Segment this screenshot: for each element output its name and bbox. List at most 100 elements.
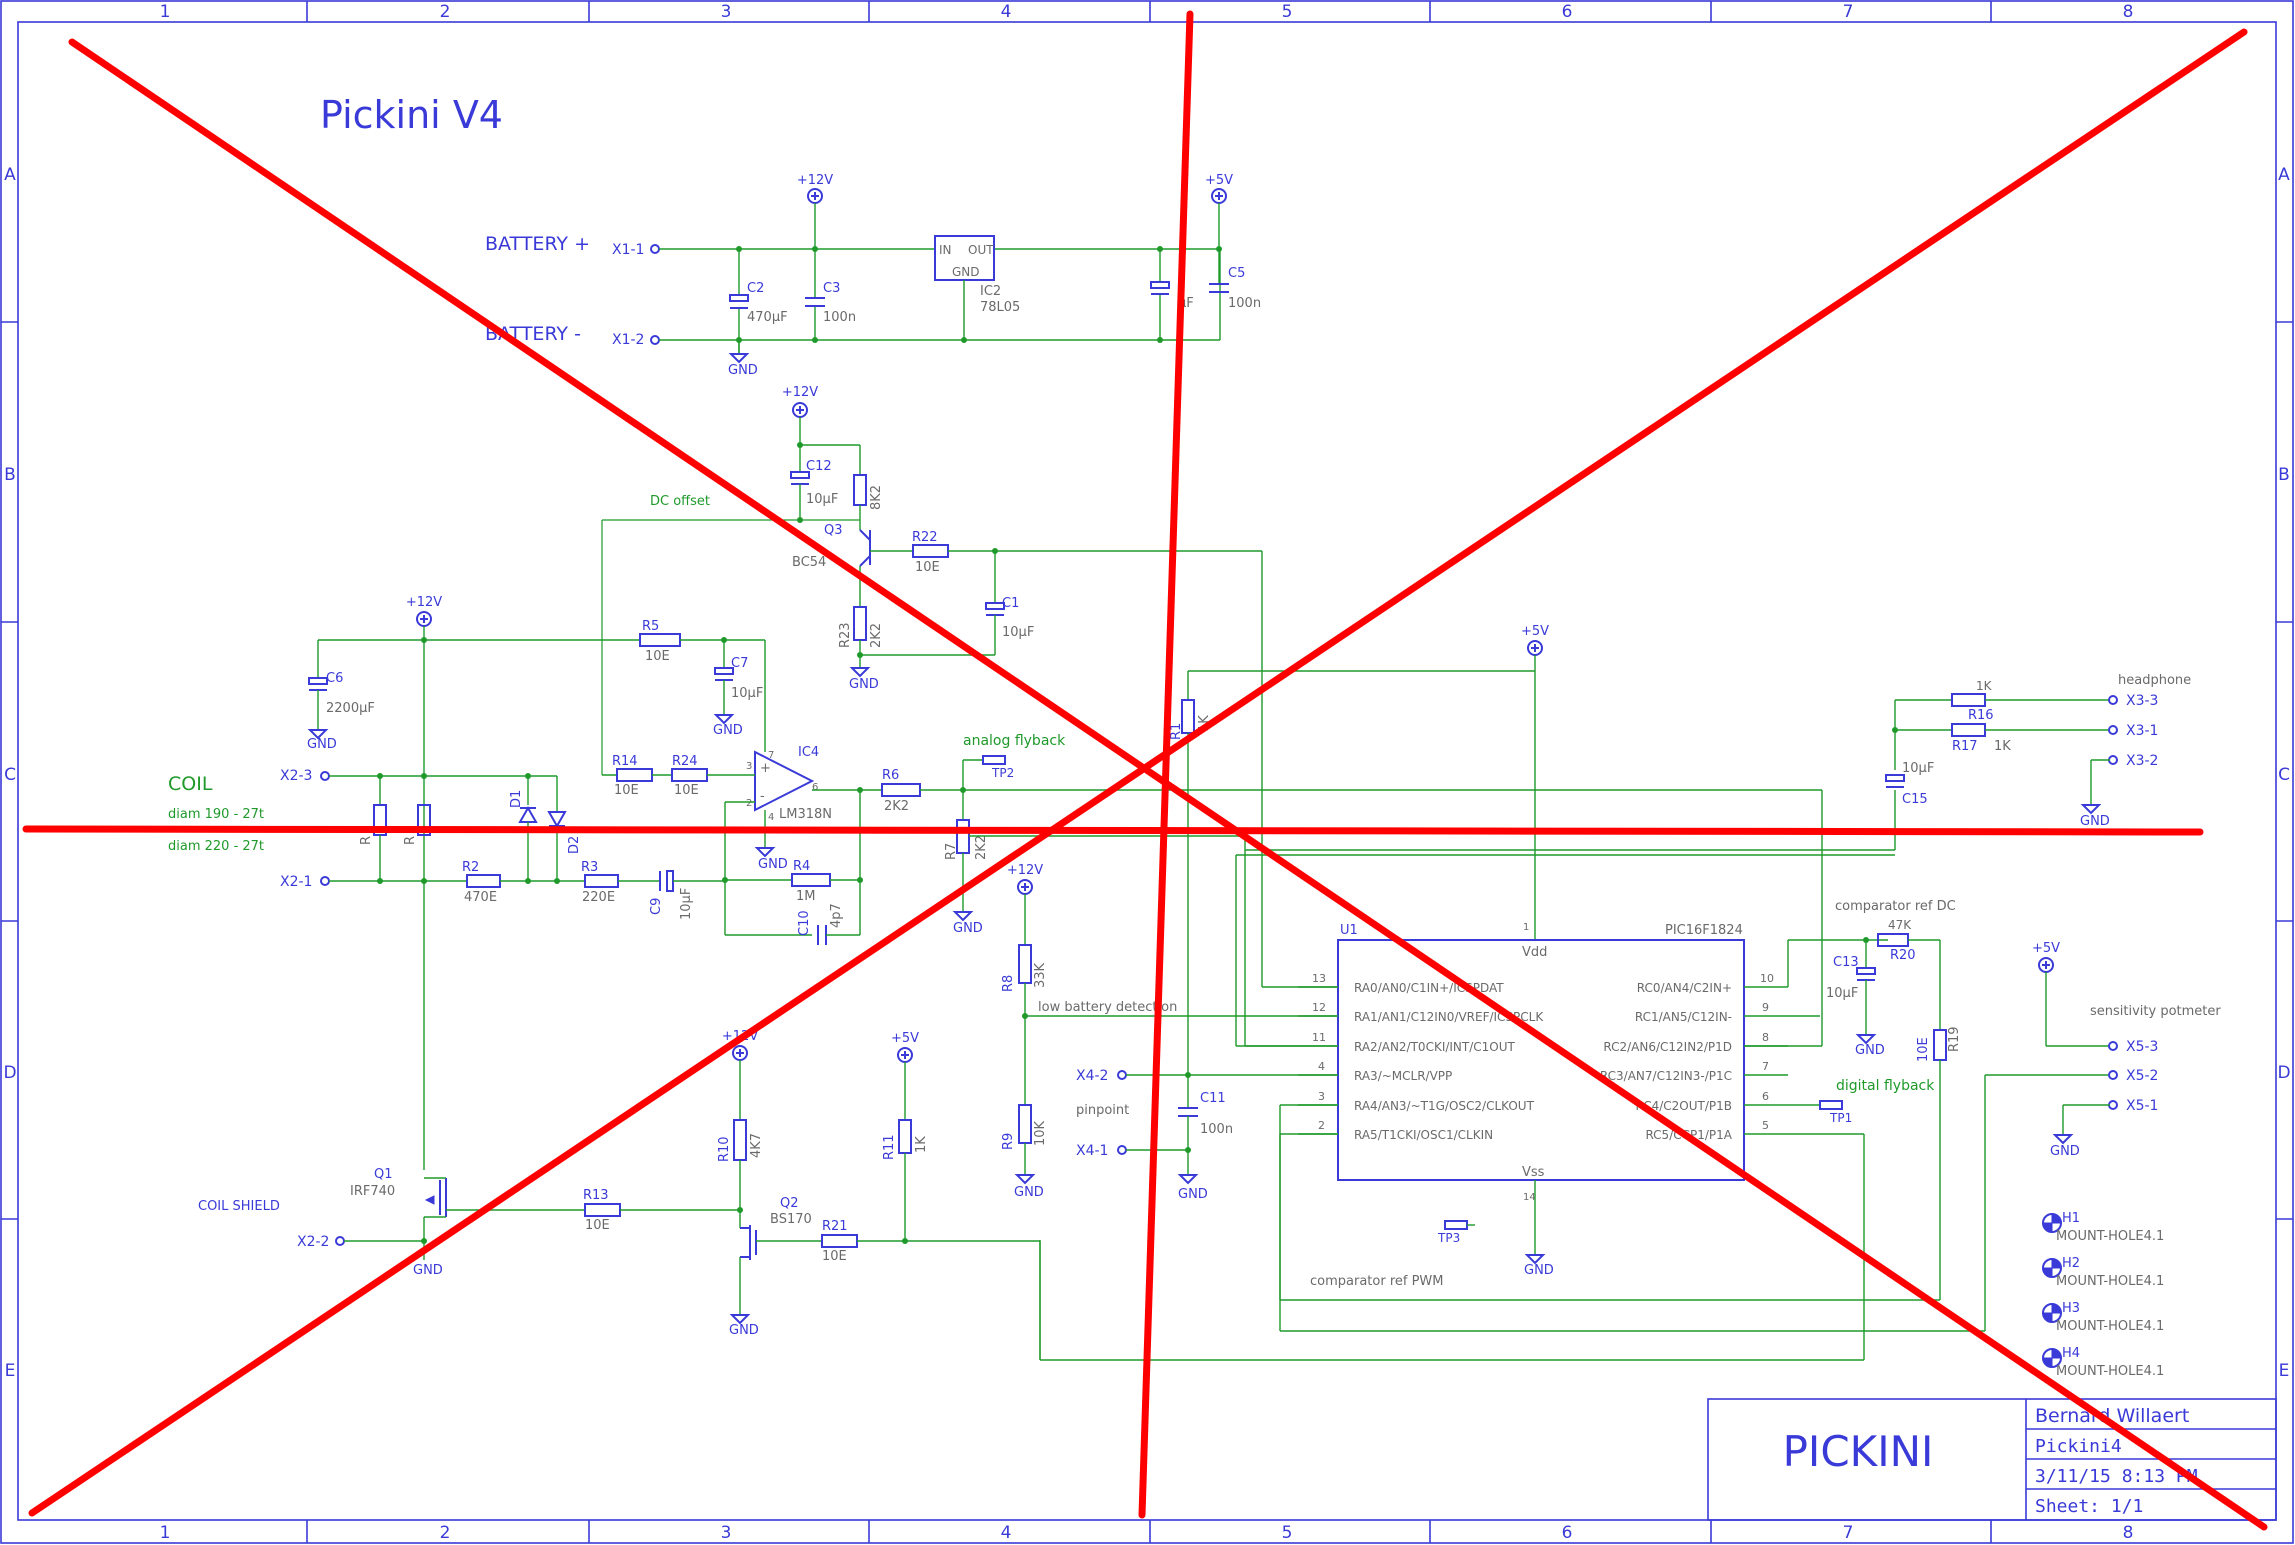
r3-resistor: [584, 874, 619, 888]
mount-holes: H1 MOUNT-HOLE4.1 H2 MOUNT-HOLE4.1 H3 MOU…: [2042, 1211, 2164, 1379]
col-label: 8: [2123, 1523, 2134, 1543]
r24-value: 10E: [674, 783, 699, 798]
tp2-label: TP2: [991, 766, 1014, 780]
r9-label: R9: [1001, 1133, 1016, 1150]
gnd-symbol: [1014, 1174, 1036, 1185]
pin-name: RC1/AN5/C12IN-: [1635, 1010, 1732, 1024]
r20-value: 47K: [1888, 918, 1912, 932]
row-label: D: [2277, 1063, 2290, 1083]
r6-resistor: [881, 783, 921, 797]
pin-number: 5: [1762, 1119, 1769, 1132]
r21-value: 10E: [822, 1249, 847, 1264]
c6-label: C6: [326, 671, 343, 686]
c4-capacitor: [1150, 281, 1170, 289]
gnd-label: GND: [1524, 1263, 1554, 1278]
dc-offset-label: DC offset: [650, 494, 710, 509]
h4-value: MOUNT-HOLE4.1: [2056, 1364, 2164, 1379]
col-label: 7: [1843, 2, 1854, 22]
row-label: E: [2279, 1361, 2290, 1381]
digital-flyback-label: digital flyback: [1836, 1078, 1935, 1094]
u1-label: U1: [1340, 923, 1358, 938]
opamp-section: +12V C6 2200µF GND R5 10E GND C7 10µF + …: [307, 595, 1823, 1170]
c1-capacitor: [985, 602, 1005, 610]
title-block-author: Bernard Willaert: [2035, 1405, 2189, 1427]
c15-label: C15: [1902, 792, 1928, 807]
ic2-label: IC2: [980, 284, 1001, 299]
gnd-label: GND: [1014, 1185, 1044, 1200]
supply-12v-label: +12V: [1007, 863, 1043, 878]
row-label: B: [2278, 465, 2290, 485]
col-label: 3: [721, 1523, 732, 1543]
connector-x3-2-pin: [2108, 755, 2118, 765]
battery-plus-label: BATTERY +: [485, 233, 590, 255]
q3-label: Q3: [824, 523, 843, 538]
r4-resistor: [791, 873, 831, 887]
col-label: 6: [1562, 1523, 1573, 1543]
r2-resistor: [466, 874, 501, 888]
connector-x4-2-pin: [1117, 1070, 1127, 1080]
gnd-symbol: [849, 667, 871, 678]
pin-number: 3: [1318, 1090, 1325, 1103]
c7-label: C7: [731, 656, 748, 671]
q2-label: Q2: [780, 1196, 799, 1211]
r23-resistor: [853, 606, 867, 641]
q3-value: BC54: [792, 555, 826, 570]
r14-label: R14: [612, 754, 638, 769]
pin-name: RC0/AN4/C2IN+: [1637, 981, 1732, 995]
mount-hole-h2: H2 MOUNT-HOLE4.1: [2042, 1256, 2164, 1289]
r8-value: 33K: [1033, 962, 1048, 988]
frame-col-labels-top: 1 2 3 4 5 6 7 8: [160, 2, 2134, 22]
q1-value: IRF740: [350, 1184, 395, 1199]
r17-value: 1K: [1994, 739, 2011, 754]
gnd-label: GND: [728, 363, 758, 378]
r21-label: R21: [822, 1219, 848, 1234]
pin-number: 12: [1312, 1001, 1326, 1014]
r16-label: R16: [1968, 708, 1994, 723]
title-block-sheet: Sheet: 1/1: [2035, 1496, 2143, 1517]
connector-x5-1-label: X5-1: [2126, 1098, 2158, 1114]
r23-value: 2K2: [869, 623, 884, 648]
q1-arrow-icon: [424, 1195, 435, 1205]
r12-value: 8K2: [869, 485, 884, 510]
h3-value: MOUNT-HOLE4.1: [2056, 1319, 2164, 1334]
gnd-label: GND: [1855, 1043, 1885, 1058]
col-label: 2: [440, 2, 451, 22]
pin-name: RC3/AN7/C12IN3-/P1C: [1600, 1069, 1732, 1083]
cross-out-overlay: [22, 10, 2268, 1531]
title-block-date: 3/11/15 8:13 PM: [2035, 1466, 2198, 1487]
ic2-gnd-pin: GND: [952, 265, 980, 279]
r22-value: 10E: [915, 560, 940, 575]
d2-diode: [547, 811, 567, 829]
c12-value: 10µF: [806, 492, 838, 507]
connector-x1-2-pin: [650, 335, 660, 345]
connector-x5-3-label: X5-3: [2126, 1039, 2158, 1055]
u1-microcontroller: +5V U1 PIC16F1824 Vdd Vss 1 14 13 RA0/AN…: [1039, 624, 2110, 1361]
supply-5v-label: +5V: [2032, 941, 2060, 956]
tp1-testpoint: [1819, 1100, 1843, 1110]
c7-capacitor: [714, 667, 734, 675]
gnd-label: GND: [729, 1323, 759, 1338]
coil-resistor-2: [417, 804, 431, 836]
c6-capacitor: [308, 677, 328, 685]
u1-vdd-pin: 1: [1523, 922, 1529, 933]
connector-x2-3-label: X2-3: [280, 768, 312, 784]
frame-row-labels: A B C D E A B C D E: [3, 165, 2290, 1381]
r2-value: 470E: [464, 890, 497, 905]
r17-resistor: [1951, 723, 1986, 737]
connector-x5-3-pin: [2108, 1041, 2118, 1051]
title-block-name: PICKINI: [1783, 1427, 1934, 1476]
r4-value: 1M: [796, 889, 816, 904]
r14-value: 10E: [614, 783, 639, 798]
connector-x4-2-label: X4-2: [1076, 1068, 1108, 1084]
r24-label: R24: [672, 754, 698, 769]
r6-label: R6: [882, 768, 899, 783]
gnd-symbol: [729, 1314, 751, 1325]
frame-row-dividers: [1, 321, 2293, 1220]
pin-number: 11: [1312, 1031, 1326, 1044]
power-supply-section: BATTERY + BATTERY - X1-1 X1-2 C2 470µF C…: [485, 173, 1261, 378]
r10-label: R10: [717, 1136, 732, 1162]
c9-value: 10µF: [679, 888, 694, 920]
pin-number: 13: [1312, 972, 1326, 985]
h1-label: H1: [2062, 1211, 2080, 1226]
supply-12v-label: +12V: [782, 385, 818, 400]
